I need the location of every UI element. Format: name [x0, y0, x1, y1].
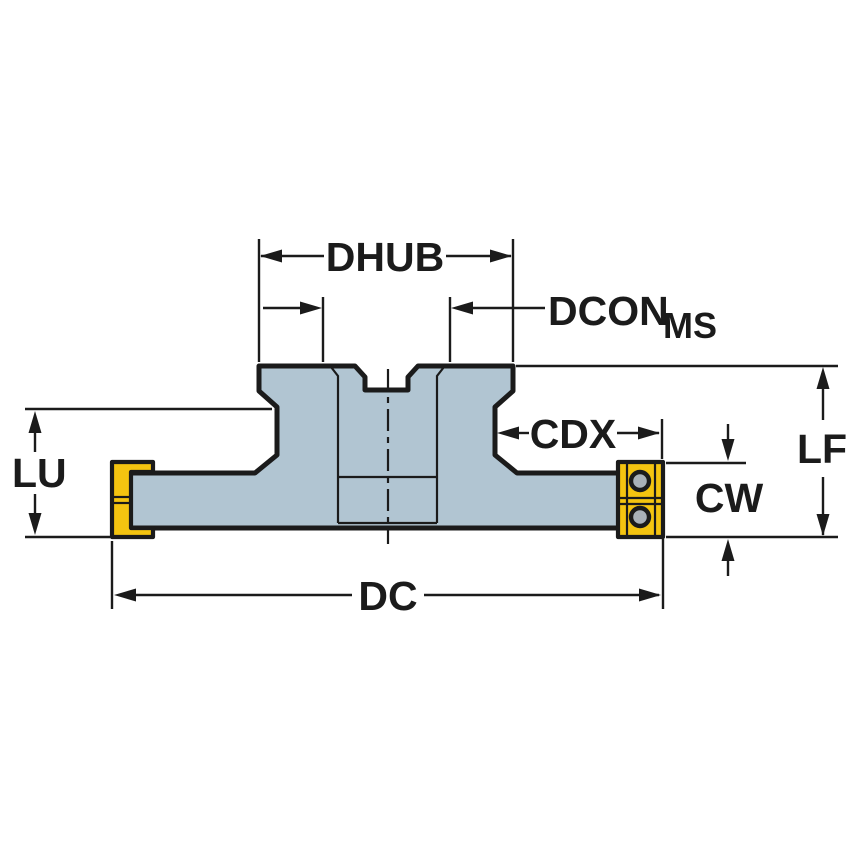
cdx-label: CDX	[530, 411, 617, 457]
screw-hole-top	[628, 469, 652, 493]
cutter-body	[117, 363, 631, 544]
screw-hole-bottom	[628, 505, 652, 529]
dcon-dimension: DCON MS	[263, 288, 717, 362]
cdx-arrow-left	[497, 426, 519, 440]
lf-label: LF	[797, 426, 847, 472]
dcon-label: DCON	[548, 288, 669, 334]
dhub-arrow-right	[490, 249, 512, 263]
lf-dimension: LF	[516, 364, 847, 539]
bore-left-wall	[330, 366, 340, 523]
lf-arrow-up	[816, 367, 830, 389]
dhub-dimension: DHUB	[257, 234, 515, 362]
dcon-arrow-right	[451, 301, 473, 315]
dhub-arrow-left	[260, 249, 282, 263]
dc-dimension: DC	[110, 539, 665, 619]
left-insert	[109, 459, 156, 540]
dcon-subscript-label: MS	[663, 305, 717, 346]
lf-arrow-down	[816, 514, 830, 536]
dc-arrow-left	[114, 588, 136, 602]
dhub-label: DHUB	[326, 234, 444, 280]
left-insert-body	[109, 459, 156, 540]
dc-arrow-right	[639, 588, 661, 602]
dc-label: DC	[358, 573, 417, 619]
lu-arrow-down	[28, 513, 42, 535]
bore-right-wall	[435, 366, 445, 523]
lu-label: LU	[12, 450, 67, 496]
cdx-arrow-right	[638, 426, 660, 440]
body-outline-path	[117, 363, 631, 531]
lu-dimension: LU	[12, 407, 272, 539]
cw-label: CW	[695, 475, 764, 521]
lu-arrow-up	[28, 411, 42, 433]
right-insert	[615, 459, 666, 540]
cdx-dimension: CDX	[497, 411, 664, 459]
cw-arrow-up	[721, 539, 735, 561]
dcon-arrow-left	[300, 301, 322, 315]
dimensions-fill: DHUB DCON MS CDX	[12, 234, 847, 619]
dimensions: DHUB DCON MS CDX	[12, 234, 847, 619]
cw-arrow-down	[721, 439, 735, 461]
cw-dimension: CW	[666, 424, 763, 576]
